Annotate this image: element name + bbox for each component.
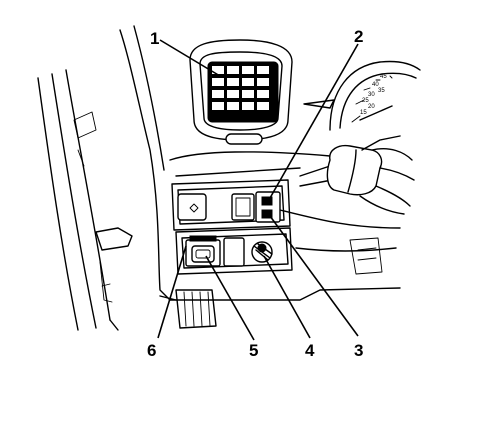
- air-vent: [189, 39, 293, 145]
- callout-4: 4: [305, 341, 315, 360]
- leader-5: [205, 255, 255, 341]
- gauge-tick-25: 25: [362, 98, 369, 104]
- vent-louvers: [207, 61, 279, 123]
- gauge-tick-20: 20: [368, 104, 375, 110]
- callout-6: 6: [147, 341, 156, 360]
- a-pillar: [37, 69, 133, 331]
- gauge-tick-35: 35: [378, 88, 385, 94]
- speedometer: 45 40 35 30 25 20 15: [303, 60, 421, 131]
- callout-1: 1: [150, 29, 159, 48]
- gauge-needle: [359, 105, 393, 121]
- leader-6: [157, 245, 187, 339]
- center-switch: [231, 193, 255, 221]
- lower-switch-bezel: [175, 227, 293, 275]
- gauge-tick-40: 40: [372, 82, 379, 88]
- leader-lines: [157, 39, 359, 341]
- callout-3: 3: [354, 341, 363, 360]
- lower-trim: [159, 289, 217, 329]
- upper-switch-bezel: [171, 179, 291, 231]
- gauge-tick-30: 30: [368, 92, 375, 98]
- callout-5: 5: [249, 341, 258, 360]
- gauge-tick-45: 45: [380, 74, 387, 80]
- callout-labels: 1 2 3 4 5 6: [147, 27, 363, 360]
- leader-4: [263, 255, 311, 339]
- switch-indicator-upper: [261, 196, 273, 206]
- leader-1: [159, 39, 221, 77]
- lower-left-switch: [191, 245, 215, 263]
- dashboard-body: [119, 25, 401, 301]
- switch-top-strip: [189, 235, 217, 242]
- gauge-tick-15: 15: [360, 110, 367, 116]
- leader-3: [269, 215, 359, 337]
- switch-indicator-lower: [261, 209, 273, 219]
- hazard-switch: [177, 193, 207, 221]
- leader-2: [269, 43, 359, 199]
- hand-on-stalk: [299, 135, 415, 215]
- callout-2: 2: [354, 27, 363, 46]
